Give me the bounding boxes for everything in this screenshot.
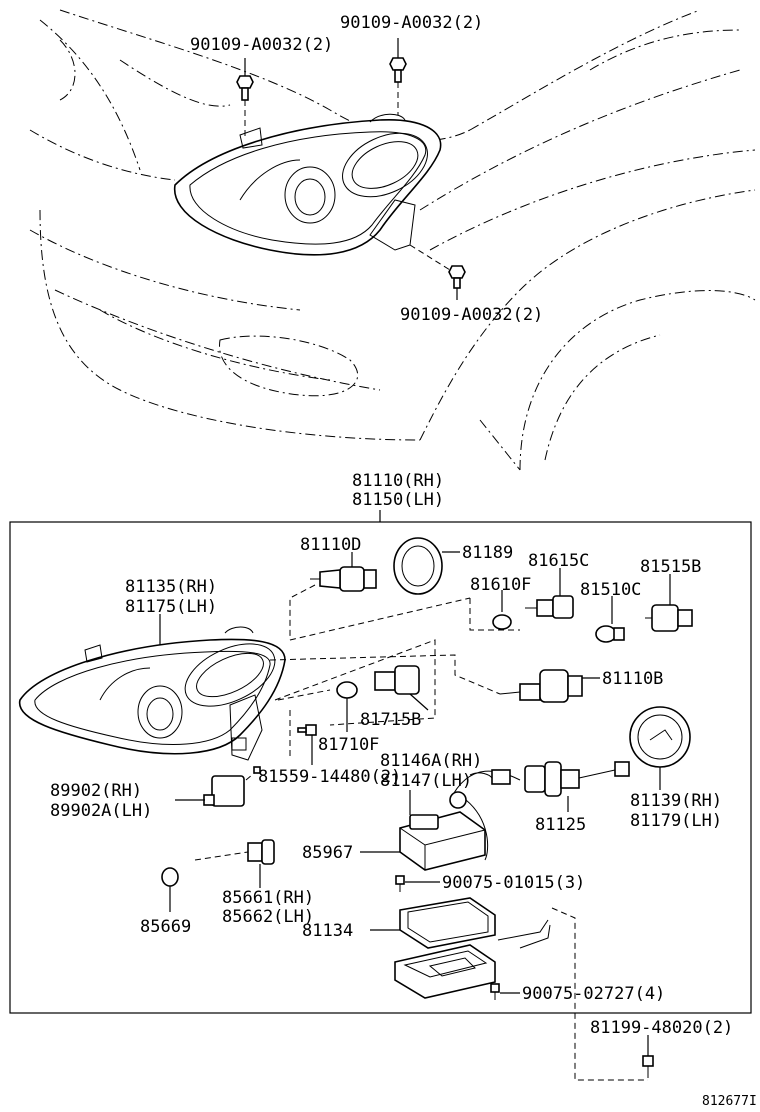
label-85662: 85662(LH)	[222, 907, 314, 927]
bolt-top-right-icon	[389, 57, 407, 115]
label-81146a: 81146A(RH)	[380, 751, 482, 771]
bulb-81610f-icon	[492, 614, 512, 630]
socket-81615c-icon	[525, 595, 574, 619]
label-bolt-top-left: 90109-A0032(2)	[190, 35, 333, 55]
cover-81139-icon	[629, 706, 691, 768]
socket-85661-icon	[194, 839, 275, 865]
label-81134: 81134	[302, 921, 353, 941]
figure-id: 812677I	[702, 1094, 757, 1109]
label-90075-02727: 90075-02727(4)	[522, 984, 665, 1004]
label-81179: 81179(LH)	[630, 811, 722, 831]
cap-81189-icon	[393, 537, 443, 595]
label-81515b: 81515B	[640, 557, 701, 577]
label-81199: 81199-48020(2)	[590, 1018, 733, 1038]
bulb-81110b-icon	[499, 669, 583, 703]
label-81147: 81147(LH)	[380, 771, 472, 791]
label-81175: 81175(LH)	[125, 597, 217, 617]
bottom-cover-icon	[394, 944, 496, 999]
label-85661: 85661(RH)	[222, 888, 314, 908]
label-81610f: 81610F	[470, 575, 531, 595]
screw-81559-icon	[297, 724, 317, 736]
label-90075-01015: 90075-01015(3)	[442, 873, 585, 893]
vehicle-body-outline	[29, 9, 756, 471]
socket-81715b-icon	[374, 665, 420, 695]
bulb-81510c-icon	[595, 625, 625, 643]
screw-90075-01015-icon	[395, 875, 405, 892]
label-81139: 81139(RH)	[630, 791, 722, 811]
label-81189: 81189	[462, 543, 513, 563]
label-81110d: 81110D	[300, 535, 361, 555]
label-85967: 85967	[302, 843, 353, 863]
label-81510c: 81510C	[580, 580, 641, 600]
bolt-lower-icon	[409, 244, 466, 289]
bulb-81710f-icon	[336, 681, 358, 699]
label-81559: 81559-14480(2)	[258, 767, 401, 787]
label-bolt-lower: 90109-A0032(2)	[400, 305, 543, 325]
label-bolt-top-right: 90109-A0032(2)	[340, 13, 483, 33]
screw-90075-02727-icon	[490, 983, 500, 1000]
label-85669: 85669	[140, 917, 191, 937]
bracket-wire	[497, 919, 551, 949]
label-81135: 81135(RH)	[125, 577, 217, 597]
label-81110b: 81110B	[602, 669, 663, 689]
assembly-box	[9, 521, 752, 1014]
ring-85669-icon	[161, 867, 179, 887]
label-assy-rh: 81110(RH)	[352, 471, 444, 491]
label-assy-lh: 81150(LH)	[352, 490, 444, 510]
label-81615c: 81615C	[528, 551, 589, 571]
actuator-89902-icon	[203, 766, 261, 807]
socket-81515b-icon	[645, 604, 693, 632]
label-89902a: 89902A(LH)	[50, 801, 152, 821]
gasket-81134-icon	[399, 897, 496, 949]
label-89902: 89902(RH)	[50, 781, 142, 801]
label-81710f: 81710F	[318, 735, 379, 755]
label-81715b: 81715B	[360, 710, 421, 730]
hid-bulb-81125-icon	[449, 761, 630, 801]
label-81125: 81125	[535, 815, 586, 835]
headlamp-housing	[19, 626, 286, 761]
bulb-81110d-icon	[310, 566, 377, 592]
screw-81199-icon	[642, 1055, 654, 1078]
headlamp-installed	[174, 113, 442, 256]
bolt-top-left-icon	[236, 75, 254, 140]
ballast-85967-icon	[399, 791, 489, 871]
